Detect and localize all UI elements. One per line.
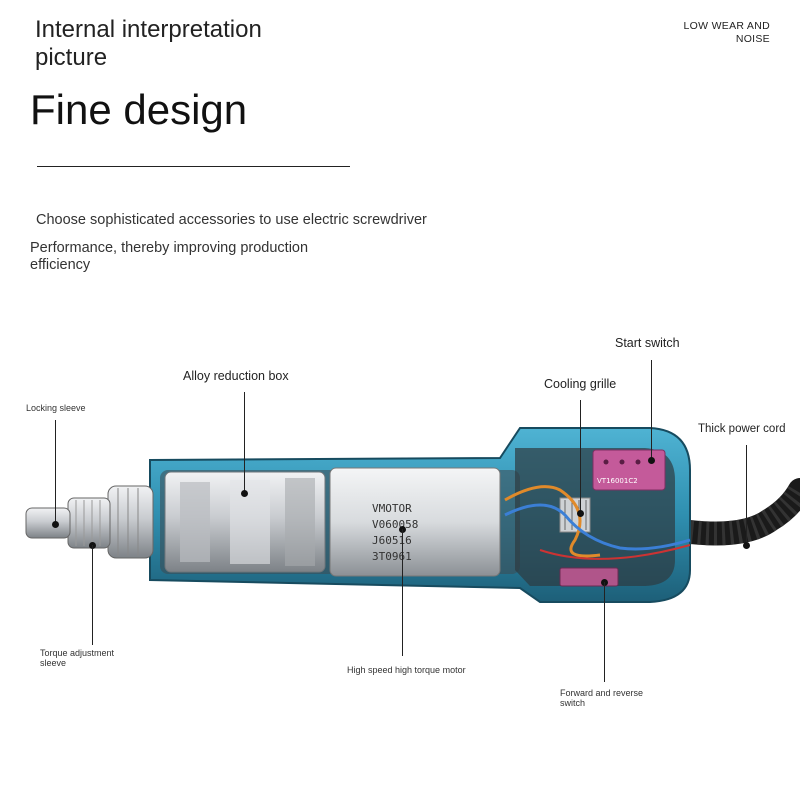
motor-can <box>329 467 501 577</box>
locking-sleeve <box>67 497 111 549</box>
callout-cooling-grille: Cooling grille <box>544 377 617 391</box>
callout-torque-adjustment-sleeve: Torque adjustment sleeve <box>40 648 115 668</box>
callout-locking-sleeve: Locking sleeve <box>26 403 86 413</box>
motor-print-2: V060058 <box>372 518 418 531</box>
description-line-1: Choose sophisticated accessories to use … <box>36 212 427 228</box>
motor-print-4: 3T0961 <box>372 550 412 563</box>
subtitle: Internal interpretation picture <box>35 16 262 71</box>
page-title: Fine design <box>30 86 248 133</box>
callout-start-switch: Start switch <box>615 336 680 350</box>
switch-print: VT16001C2 <box>597 477 638 485</box>
start-switch: VT16001C2 <box>592 449 666 491</box>
callout-high-speed-motor: High speed high torque motor <box>347 665 466 675</box>
divider <box>37 166 350 167</box>
motor-print-1: VMOTOR <box>372 502 412 515</box>
bit-holder <box>25 507 71 539</box>
motor-print-3: J60516 <box>372 534 412 547</box>
description-line-2: Performance, thereby improving productio… <box>30 240 309 273</box>
callout-forward-reverse-switch: Forward and reverse switch <box>560 688 644 708</box>
low-wear-badge: LOW WEAR AND NOISE <box>683 20 770 45</box>
torque-sleeve <box>107 485 154 559</box>
forward-reverse-switch <box>559 567 619 587</box>
screwdriver-illustration: VMOTOR V060058 J60516 3T0961 VT16001C2 <box>25 427 800 603</box>
callout-thick-power-cord: Thick power cord <box>698 423 786 435</box>
callout-alloy-reduction-box: Alloy reduction box <box>183 369 289 383</box>
